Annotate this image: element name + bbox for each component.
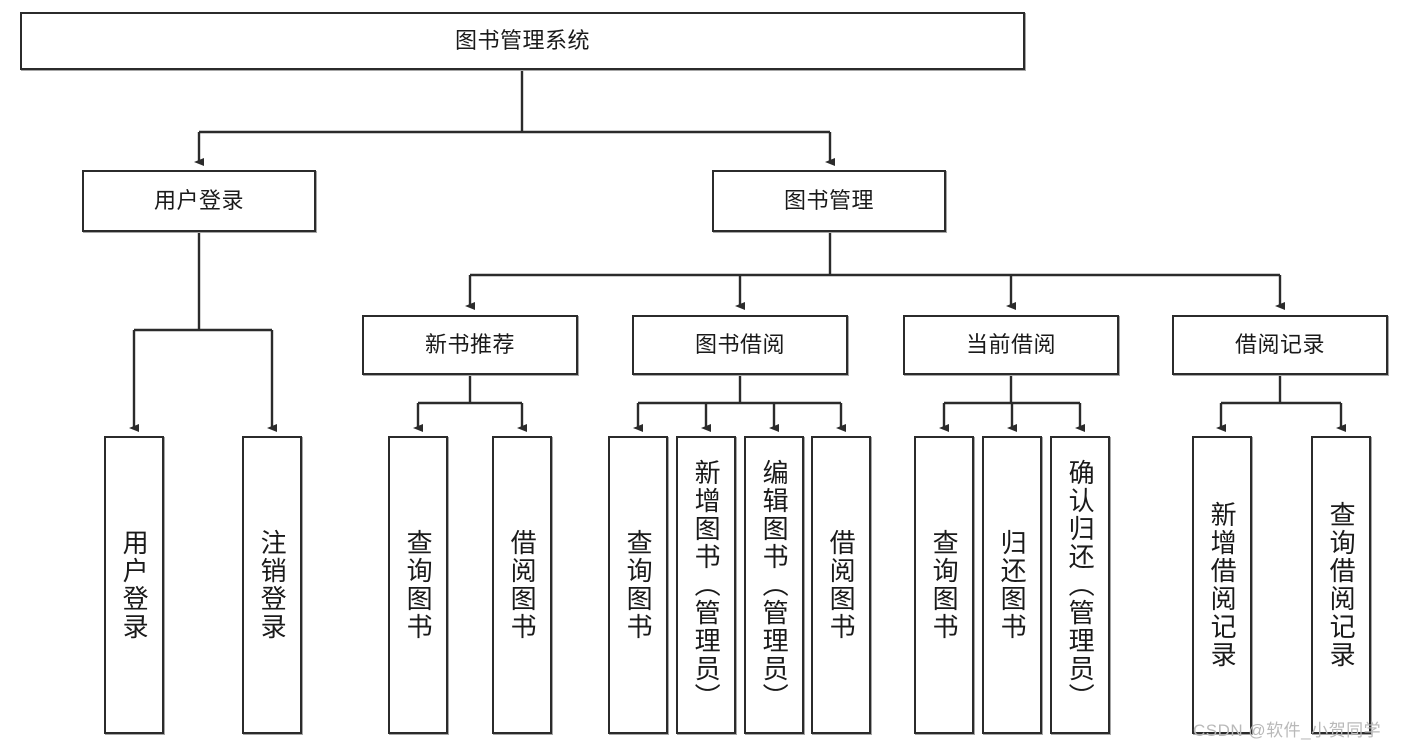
leaf-book-borrow-query[interactable]: 查询图书	[608, 436, 668, 734]
leaf-label: 编辑图书（管理员）	[759, 459, 790, 711]
leaf-label: 用户登录	[119, 529, 150, 641]
node-current-borrow-label: 当前借阅	[965, 332, 1056, 358]
leaf-borrow-record-add[interactable]: 新增借阅记录	[1192, 436, 1252, 734]
leaf-borrow-record-query[interactable]: 查询借阅记录	[1311, 436, 1371, 734]
leaf-label: 借阅图书	[826, 529, 857, 641]
leaf-label: 查询借阅记录	[1326, 501, 1357, 669]
leaf-new-book-borrow[interactable]: 借阅图书	[492, 436, 552, 734]
leaf-book-borrow-lend[interactable]: 借阅图书	[811, 436, 871, 734]
leaf-current-borrow-query[interactable]: 查询图书	[914, 436, 974, 734]
node-borrow-record[interactable]: 借阅记录	[1172, 315, 1388, 375]
leaf-book-borrow-edit[interactable]: 编辑图书（管理员）	[744, 436, 804, 734]
node-new-book-recommend[interactable]: 新书推荐	[362, 315, 578, 375]
leaf-label: 注销登录	[257, 529, 288, 641]
leaf-current-borrow-return[interactable]: 归还图书	[982, 436, 1042, 734]
node-user-login[interactable]: 用户登录	[82, 170, 316, 232]
leaf-user-login-signout[interactable]: 注销登录	[242, 436, 302, 734]
leaf-label: 新增图书（管理员）	[691, 459, 722, 711]
node-book-borrow-label: 图书借阅	[694, 332, 785, 358]
leaf-current-borrow-confirm-return[interactable]: 确认归还（管理员）	[1050, 436, 1110, 734]
leaf-label: 新增借阅记录	[1207, 501, 1238, 669]
node-current-borrow[interactable]: 当前借阅	[903, 315, 1119, 375]
leaf-label: 借阅图书	[507, 529, 538, 641]
node-root[interactable]: 图书管理系统	[20, 12, 1025, 70]
leaf-label: 查询图书	[929, 529, 960, 641]
node-book-management[interactable]: 图书管理	[712, 170, 946, 232]
leaf-book-borrow-add[interactable]: 新增图书（管理员）	[676, 436, 736, 734]
node-borrow-record-label: 借阅记录	[1234, 332, 1325, 358]
node-root-label: 图书管理系统	[454, 28, 590, 54]
node-book-management-label: 图书管理	[783, 188, 874, 214]
leaf-new-book-query[interactable]: 查询图书	[388, 436, 448, 734]
leaf-label: 归还图书	[997, 529, 1028, 641]
leaf-label: 确认归还（管理员）	[1065, 459, 1096, 711]
leaf-label: 查询图书	[623, 529, 654, 641]
node-user-login-label: 用户登录	[153, 188, 244, 214]
node-new-book-recommend-label: 新书推荐	[424, 332, 515, 358]
leaf-user-login-signin[interactable]: 用户登录	[104, 436, 164, 734]
node-book-borrow[interactable]: 图书借阅	[632, 315, 848, 375]
leaf-label: 查询图书	[403, 529, 434, 641]
